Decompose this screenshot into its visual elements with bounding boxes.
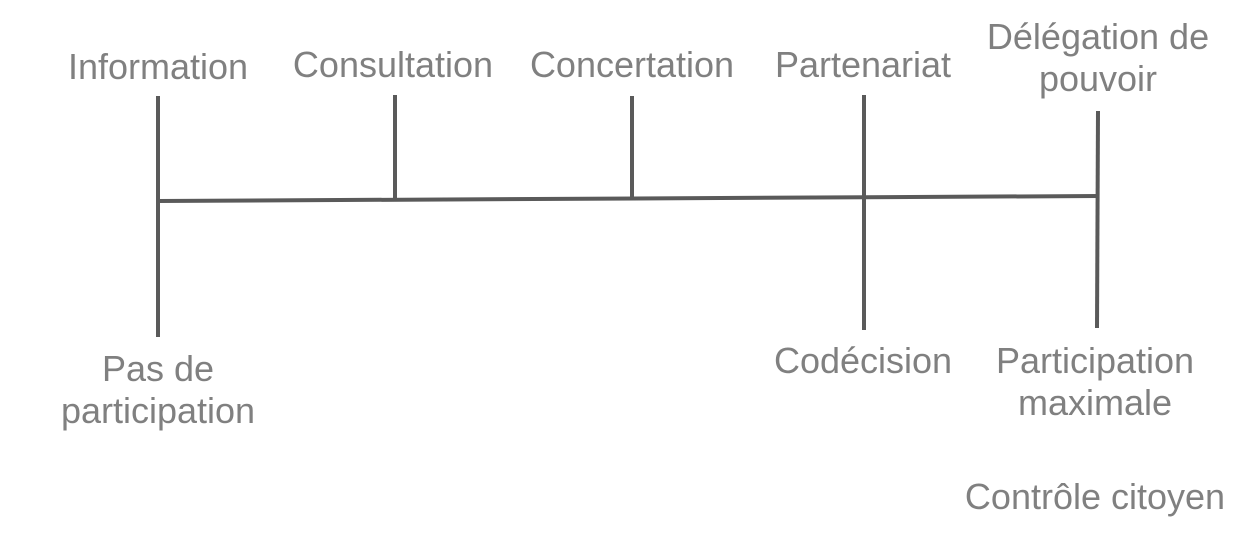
label-consultation: Consultation — [292, 44, 494, 85]
tick-delegation-participation-maximale — [1095, 110, 1100, 329]
scale-axis-line — [157, 194, 1100, 203]
label-controle-citoyen: Contrôle citoyen — [964, 476, 1226, 517]
label-information: Information — [67, 46, 249, 87]
label-codecision: Codécision — [773, 340, 953, 381]
label-participation-maximale: Participation maximale — [995, 340, 1195, 423]
label-delegation-de-pouvoir: Délégation de pouvoir — [986, 16, 1210, 99]
label-partenariat: Partenariat — [774, 44, 952, 85]
label-pas-de-participation: Pas de participation — [60, 348, 256, 431]
label-concertation: Concertation — [529, 44, 735, 85]
